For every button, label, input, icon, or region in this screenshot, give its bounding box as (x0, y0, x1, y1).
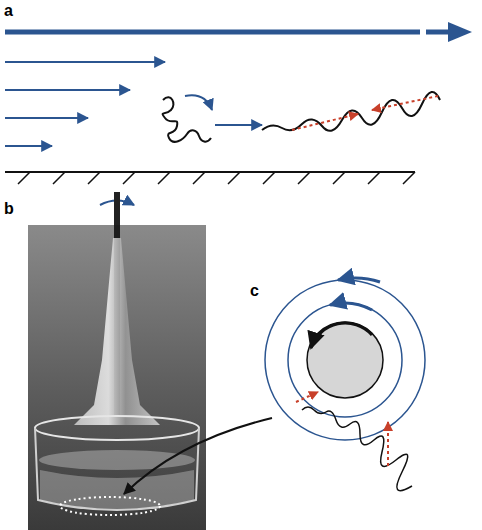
hoop-stress-arrow (387, 422, 389, 466)
rotation-arrow (185, 95, 212, 110)
liquid-surface (39, 450, 195, 470)
beaker-wall (35, 428, 199, 510)
velocity-arrow (5, 145, 52, 147)
flow-arrow (338, 278, 380, 282)
velocity-arrow (5, 89, 130, 91)
flow-arrow (215, 124, 262, 126)
arrow-head (448, 22, 472, 42)
streamline-circle (265, 280, 425, 440)
photo-background (28, 225, 206, 530)
tension-arrow (292, 114, 358, 130)
wall-line (5, 171, 415, 173)
free-stream-arrow (5, 30, 420, 35)
rod-section (307, 322, 383, 398)
hoop-stress-arrow (296, 392, 318, 402)
flow-arrow (330, 303, 372, 310)
stretched-polymer (262, 92, 440, 131)
streamline-circle (288, 303, 402, 417)
shear-flow-panel (5, 22, 472, 184)
rod-rotation-arrow (311, 323, 372, 348)
tension-arrow (372, 96, 438, 110)
leader-arrow (124, 418, 272, 494)
top-view-panel (124, 278, 425, 494)
free-stream-arrow (426, 30, 450, 35)
panel-letter: a (4, 2, 13, 20)
dotted-region (60, 497, 160, 515)
rotating-rod (114, 192, 120, 226)
coiled-polymer (163, 97, 211, 142)
beaker-rim (35, 416, 199, 440)
velocity-arrow (5, 117, 88, 119)
velocity-arrow (5, 61, 165, 63)
polymer-chain (302, 407, 412, 491)
rod-climbing-photo (28, 192, 206, 530)
panel-letter: b (4, 200, 14, 218)
wall-hatching (18, 172, 415, 184)
panel-letter: c (250, 282, 259, 300)
liquid-body (40, 470, 194, 509)
climbing-liquid (74, 238, 160, 425)
